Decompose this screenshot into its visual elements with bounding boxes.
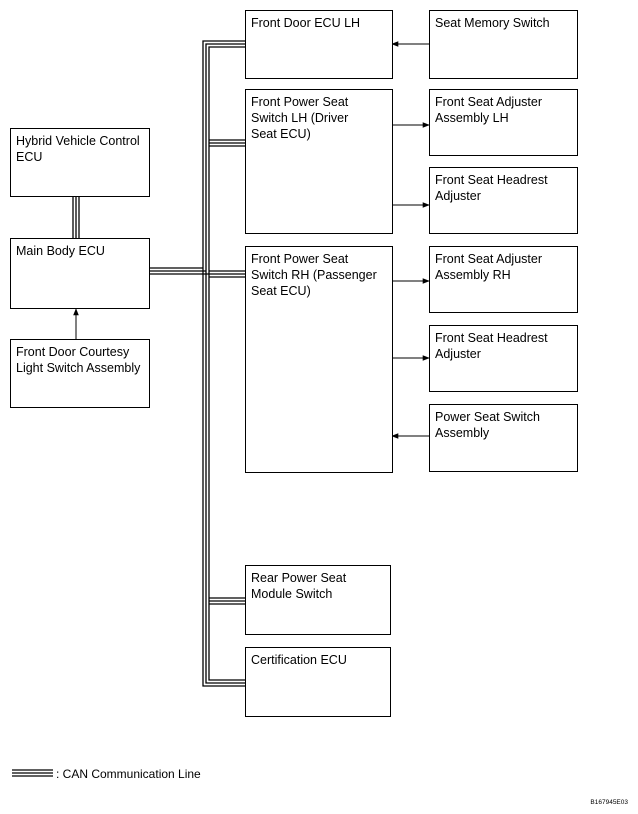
front-door-ecu-lh-label: Front Door ECU LH bbox=[251, 16, 361, 30]
front-seat-headrest-adjuster-rh-label: Front Seat Headrest Adjuster bbox=[435, 331, 548, 361]
signal-arrows bbox=[73, 41, 430, 439]
front-seat-adjuster-rh-label: Front Seat Adjuster Assembly RH bbox=[435, 252, 543, 282]
seat-memory-switch-box: Seat Memory Switch bbox=[429, 10, 578, 79]
front-power-seat-switch-rh-label: Front Power Seat Switch RH (Passenger Se… bbox=[251, 252, 377, 298]
front-power-seat-switch-rh-box: Front Power Seat Switch RH (Passenger Se… bbox=[245, 246, 393, 473]
front-seat-headrest-adjuster-lh-label: Front Seat Headrest Adjuster bbox=[435, 173, 548, 203]
legend-can-label: : CAN Communication Line bbox=[56, 767, 201, 781]
can-bus-hybrid bbox=[72, 196, 80, 238]
front-seat-adjuster-lh-label: Front Seat Adjuster Assembly LH bbox=[435, 95, 543, 125]
front-power-seat-switch-lh-label: Front Power Seat Switch LH (Driver Seat … bbox=[251, 95, 349, 141]
seat-memory-switch-label: Seat Memory Switch bbox=[435, 16, 550, 30]
can-bus-main-body bbox=[150, 267, 209, 275]
can-bus-trunk bbox=[202, 40, 245, 687]
front-seat-headrest-adjuster-lh-box: Front Seat Headrest Adjuster bbox=[429, 167, 578, 234]
certification-ecu-box: Certification ECU bbox=[245, 647, 391, 717]
rear-power-seat-module-switch-box: Rear Power Seat Module Switch bbox=[245, 565, 391, 635]
front-power-seat-switch-lh-box: Front Power Seat Switch LH (Driver Seat … bbox=[245, 89, 393, 234]
front-door-courtesy-light-switch-label: Front Door Courtesy Light Switch Assembl… bbox=[16, 345, 141, 375]
main-body-ecu-box: Main Body ECU bbox=[10, 238, 150, 309]
hybrid-vehicle-control-ecu-label: Hybrid Vehicle Control ECU bbox=[16, 134, 140, 164]
certification-ecu-label: Certification ECU bbox=[251, 653, 347, 667]
main-body-ecu-label: Main Body ECU bbox=[16, 244, 105, 258]
hybrid-vehicle-control-ecu-box: Hybrid Vehicle Control ECU bbox=[10, 128, 150, 197]
power-seat-switch-assembly-box: Power Seat Switch Assembly bbox=[429, 404, 578, 472]
can-bus-branches bbox=[209, 139, 245, 605]
figure-code: B167945E03 bbox=[590, 799, 628, 806]
front-door-ecu-lh-box: Front Door ECU LH bbox=[245, 10, 393, 79]
front-seat-headrest-adjuster-rh-box: Front Seat Headrest Adjuster bbox=[429, 325, 578, 392]
front-seat-adjuster-lh-box: Front Seat Adjuster Assembly LH bbox=[429, 89, 578, 156]
front-door-courtesy-light-switch-box: Front Door Courtesy Light Switch Assembl… bbox=[10, 339, 150, 408]
rear-power-seat-module-switch-label: Rear Power Seat Module Switch bbox=[251, 571, 347, 601]
front-seat-adjuster-rh-box: Front Seat Adjuster Assembly RH bbox=[429, 246, 578, 313]
legend-can-symbol bbox=[12, 769, 53, 777]
power-seat-switch-assembly-label: Power Seat Switch Assembly bbox=[435, 410, 540, 440]
